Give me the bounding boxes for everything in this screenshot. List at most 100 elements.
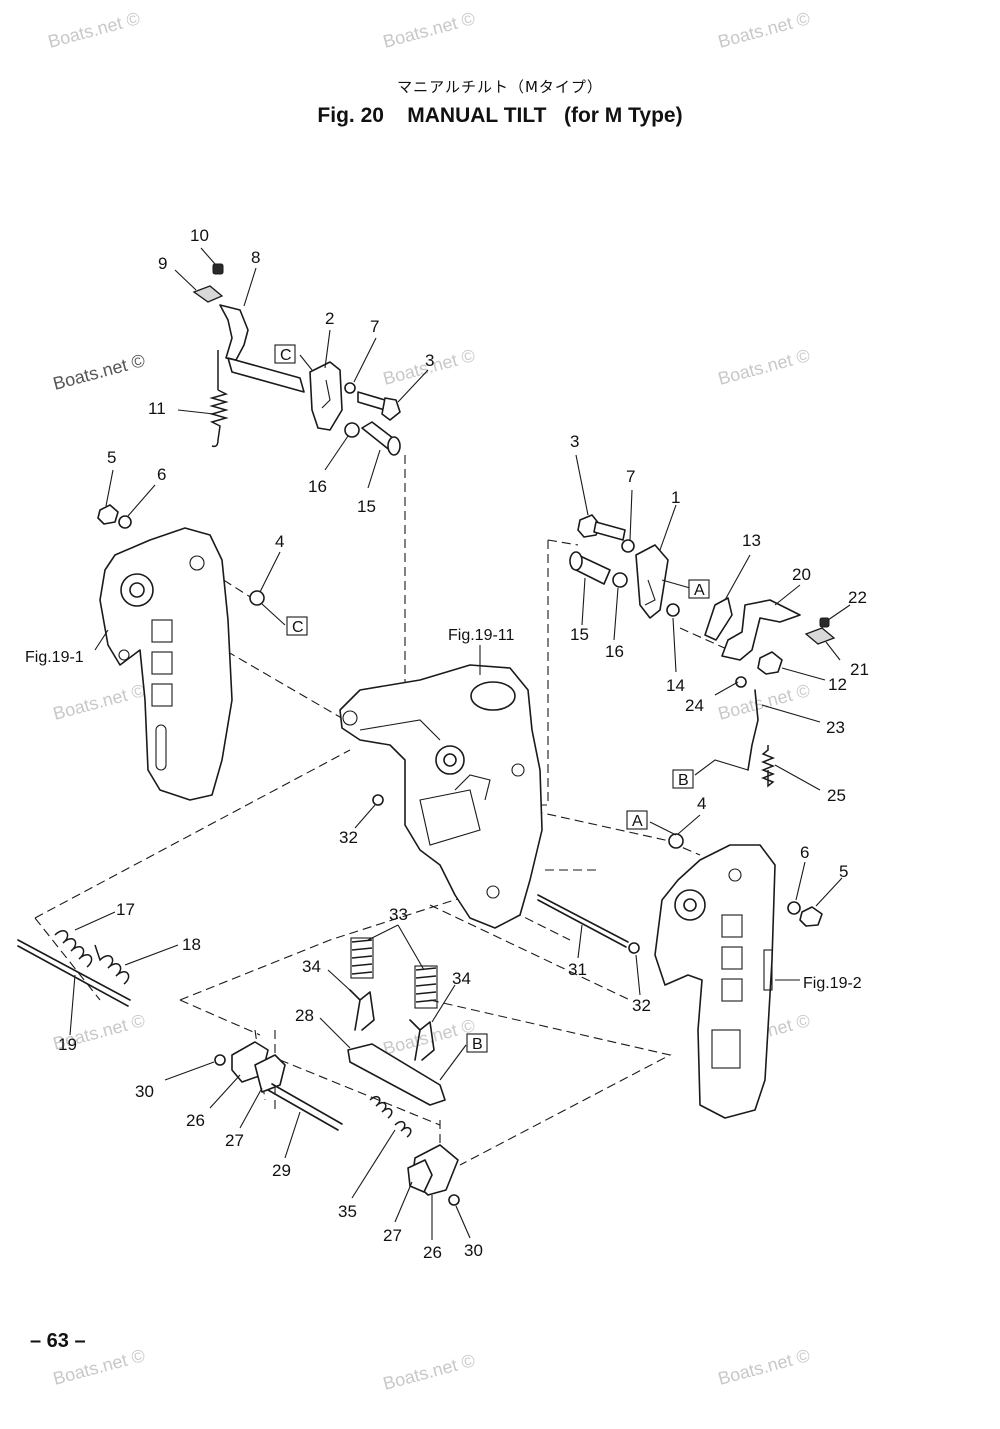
swivel-bracket-right-boss: [511, 763, 525, 777]
dash-line-13: [679, 627, 741, 656]
part-33-spring-right: [415, 967, 437, 1003]
ref-box-c-lower: [286, 616, 308, 636]
leader-1: [659, 504, 677, 551]
part-4-washer-left: [249, 590, 265, 606]
part-14-washer: [666, 603, 680, 617]
leader-33: [367, 924, 425, 971]
part-5-nut-right: [799, 906, 823, 927]
part-20-lever: [721, 599, 801, 661]
ref-box-b-lower-label: B: [472, 1036, 483, 1053]
leader-30-right: [455, 1205, 471, 1239]
page-number: – 63 –: [30, 1330, 86, 1352]
part-28-plate: [347, 1043, 446, 1106]
dash-line-washer-4-right: [519, 807, 701, 856]
watermark-3: Boats.net ©: [716, 8, 812, 52]
watermark-14: Boats.net ©: [381, 1350, 477, 1394]
dash-line-spring-down: [34, 917, 101, 1001]
part-18-spring: [94, 944, 130, 985]
part-2-slot: [321, 379, 331, 409]
leader-4-right: [677, 814, 701, 835]
callout-22: 22: [848, 588, 867, 607]
ref-box-a-upper-label: A: [694, 582, 705, 599]
part-32-ring-lower: [628, 942, 640, 954]
callout-17: 17: [116, 900, 135, 919]
callout-7-left: 7: [370, 317, 379, 336]
leader-15-right: [581, 577, 586, 626]
leader-30-left: [164, 1061, 215, 1081]
left-clamp-bracket: [99, 527, 233, 801]
leader-c-upper: [299, 354, 313, 371]
dash-line-washer-4: [199, 564, 256, 601]
part-15-collar-end-right: [569, 551, 583, 571]
callout-21: 21: [850, 660, 869, 679]
part-33-spring-right-body: [414, 965, 438, 1009]
callout-10: 10: [190, 226, 209, 245]
part-19-shaft-edge: [17, 945, 129, 1007]
ref-fig19-1: Fig.19-1: [25, 649, 84, 666]
watermark-15: Boats.net ©: [716, 1345, 812, 1389]
leader-28: [319, 1017, 351, 1049]
callout-6-right: 6: [800, 843, 809, 862]
leader-17: [74, 911, 116, 931]
part-7-washer: [344, 382, 356, 394]
callout-34-left: 34: [302, 957, 321, 976]
ref-fig19-2: Fig.19-2: [803, 975, 862, 992]
part-34-clip-right: [409, 1019, 435, 1061]
leader-35: [351, 1129, 396, 1199]
right-clamp-upper-hole: [728, 868, 742, 882]
lower-assembly: [214, 937, 460, 1206]
ref-box-c-upper-label: C: [280, 347, 292, 364]
swivel-bracket-recess: [419, 789, 481, 846]
callout-27-right: 27: [383, 1226, 402, 1245]
callout-32-lower: 32: [632, 996, 651, 1015]
leader-16-left: [324, 435, 349, 471]
leader-27-right: [394, 1181, 413, 1223]
leader-c-lower: [261, 603, 286, 626]
watermark-2: Boats.net ©: [381, 8, 477, 52]
left-clamp-pivot-hole: [120, 573, 154, 607]
right-clamp-lower-cutout: [711, 1029, 741, 1069]
callout-28: 28: [295, 1006, 314, 1025]
part-23-rod: [747, 689, 759, 771]
part-25-spring: [760, 745, 776, 788]
swivel-bracket-left-boss: [342, 710, 358, 726]
watermark-7: Boats.net ©: [51, 680, 147, 724]
leader-18: [124, 944, 179, 966]
part-9-nut-plate: [192, 285, 224, 303]
leader-31: [577, 924, 583, 959]
swivel-bracket-rib: [454, 774, 491, 801]
swivel-bracket-body: [339, 664, 543, 929]
ref-box-a-upper: [688, 579, 710, 599]
part-4-washer-right: [668, 833, 684, 849]
leader-12: [781, 667, 826, 681]
upper-right-assembly: [569, 514, 836, 788]
ref-fig19-11: Fig.19-11: [448, 627, 515, 644]
dash-line-spring-left: [34, 749, 351, 919]
part-35-spring: [369, 1095, 412, 1138]
part-15-collar-end: [387, 436, 401, 456]
part-19-shaft: [17, 939, 131, 1001]
leader-2: [324, 329, 331, 369]
dash-line-29: [279, 1059, 441, 1126]
callout-33: 33: [389, 905, 408, 924]
leader-32-lower: [635, 954, 641, 996]
leader-fig19-1: [94, 629, 109, 651]
part-27-plate-left: [254, 1054, 286, 1093]
callout-12: 12: [828, 675, 847, 694]
callout-3-right: 3: [570, 432, 579, 451]
watermark-1: Boats.net ©: [46, 8, 142, 52]
leader-24: [714, 681, 739, 696]
callout-4-right: 4: [697, 794, 706, 813]
part-10-screw: [212, 263, 224, 275]
reference-boxes: C C A A B B: [274, 344, 710, 1053]
part-3-bolt-shank: [357, 391, 386, 411]
leader-21: [825, 641, 841, 661]
part-3-bolt-shank-right: [593, 521, 626, 541]
part-30-ring-left: [214, 1054, 226, 1066]
callout-6-left: 6: [157, 465, 166, 484]
callout-31: 31: [568, 960, 587, 979]
left-clamp-small-hole: [118, 649, 130, 661]
callout-26-left: 26: [186, 1111, 205, 1130]
